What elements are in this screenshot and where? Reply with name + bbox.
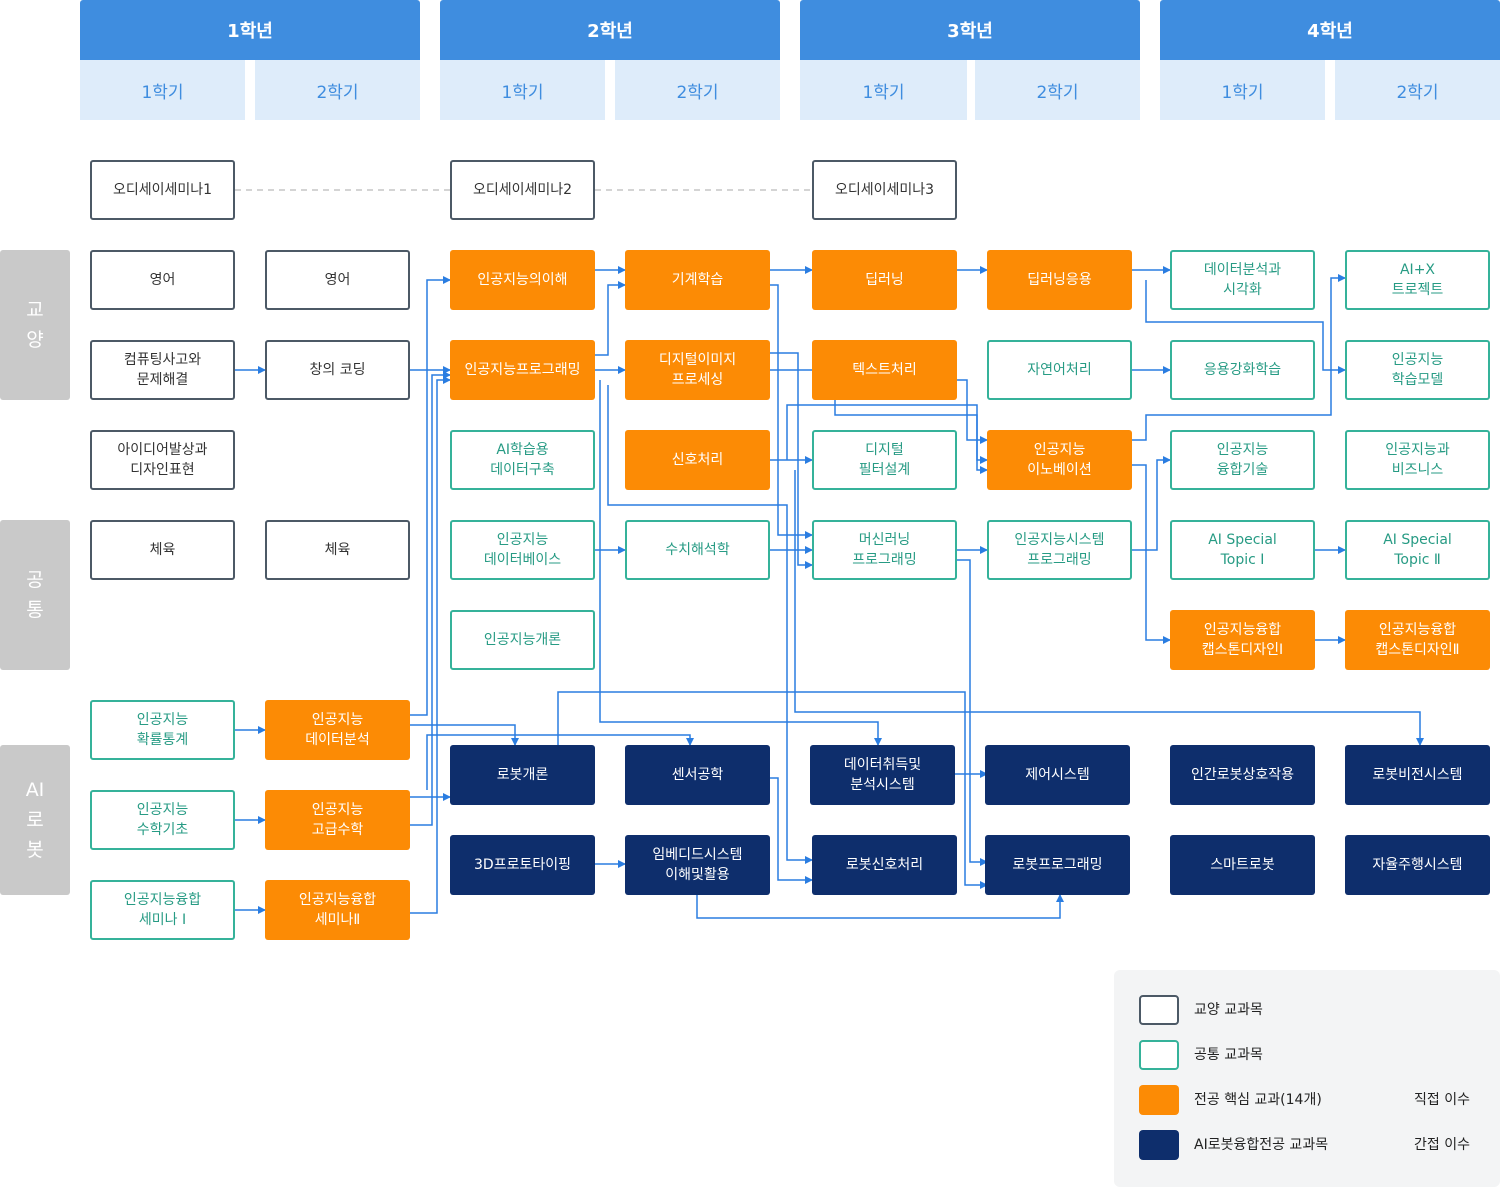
course-box[interactable]: 아이디어발상과 디자인표현 bbox=[90, 430, 235, 490]
legend-label-robot: AI로봇융합전공 교과목 bbox=[1194, 1137, 1329, 1153]
course-box[interactable]: 인공지능 확률통계 bbox=[90, 700, 235, 760]
course-box[interactable]: 로봇개론 bbox=[450, 745, 595, 805]
course-box[interactable]: 딥러닝응용 bbox=[987, 250, 1132, 310]
course-box[interactable]: 오디세이세미나2 bbox=[450, 160, 595, 220]
course-box[interactable]: AI Special Topic Ⅰ bbox=[1170, 520, 1315, 580]
arrow bbox=[410, 371, 451, 826]
course-box[interactable]: 딥러닝 bbox=[812, 250, 957, 310]
course-box[interactable]: 자연어처리 bbox=[987, 340, 1132, 400]
course-box[interactable]: 로봇프로그래밍 bbox=[985, 835, 1130, 895]
legend: 교양 교과목 공통 교과목 전공 핵심 교과(14개) AI로봇융합전공 교과목… bbox=[1114, 970, 1500, 1187]
course-box[interactable]: 컴퓨팅사고와 문제해결 bbox=[90, 340, 235, 400]
course-box[interactable]: 로봇신호처리 bbox=[812, 835, 957, 895]
course-box[interactable]: 인공지능 고급수학 bbox=[265, 790, 410, 850]
legend-label-core: 전공 핵심 교과(14개) bbox=[1194, 1092, 1322, 1108]
category-ai-robot: AI 로 봇 bbox=[0, 745, 70, 895]
legend-label-direct: 직접 이수 bbox=[1414, 1092, 1470, 1108]
course-box[interactable]: 인공지능 데이터분석 bbox=[265, 700, 410, 760]
course-box[interactable]: 데이터취득및 분석시스템 bbox=[810, 745, 955, 805]
course-box[interactable]: 오디세이세미나1 bbox=[90, 160, 235, 220]
arrow bbox=[410, 376, 451, 914]
course-box[interactable]: 영어 bbox=[90, 250, 235, 310]
arrow bbox=[957, 379, 988, 444]
course-box[interactable]: 디지털이미지 프로세싱 bbox=[625, 340, 770, 400]
semester-header: 2학기 bbox=[255, 60, 420, 120]
course-box[interactable]: 3D프로토타이핑 bbox=[450, 835, 595, 895]
course-box[interactable]: 디지털 필터설계 bbox=[812, 430, 957, 490]
course-box[interactable]: 응용강화학습 bbox=[1170, 340, 1315, 400]
course-box[interactable]: 인공지능 수학기초 bbox=[90, 790, 235, 850]
course-box[interactable]: 인공지능 학습모델 bbox=[1345, 340, 1490, 400]
course-box[interactable]: 신호처리 bbox=[625, 430, 770, 490]
course-box[interactable]: 인공지능 이노베이션 bbox=[987, 430, 1132, 490]
category-general: 교 양 bbox=[0, 250, 70, 400]
course-box[interactable]: 인간로봇상호작용 bbox=[1170, 745, 1315, 805]
course-box[interactable]: 임베디드시스템 이해및활용 bbox=[625, 835, 770, 895]
arrow bbox=[770, 284, 813, 539]
course-box[interactable]: 수치해석학 bbox=[625, 520, 770, 580]
course-box[interactable]: 체육 bbox=[90, 520, 235, 580]
course-box[interactable]: AI Special Topic Ⅱ bbox=[1345, 520, 1490, 580]
semester-header: 2학기 bbox=[615, 60, 780, 120]
course-box[interactable]: 인공지능융합 캡스톤디자인Ⅰ bbox=[1170, 610, 1315, 670]
course-box[interactable]: 로봇비전시스템 bbox=[1345, 745, 1490, 805]
year-3-header: 3학년 bbox=[800, 0, 1140, 60]
arrow bbox=[410, 276, 451, 716]
semester-header: 1학기 bbox=[1160, 60, 1325, 120]
category-common: 공 통 bbox=[0, 520, 70, 670]
semester-header: 1학기 bbox=[80, 60, 245, 120]
course-box[interactable]: 인공지능 데이터베이스 bbox=[450, 520, 595, 580]
legend-swatch-robot bbox=[1139, 1130, 1179, 1160]
legend-swatch-common bbox=[1139, 1040, 1179, 1070]
legend-label-general: 교양 교과목 bbox=[1194, 1002, 1263, 1018]
year-2-header: 2학년 bbox=[440, 0, 780, 60]
arrow bbox=[770, 777, 813, 884]
semester-header: 1학기 bbox=[800, 60, 967, 120]
year-4-header: 4학년 bbox=[1160, 0, 1500, 60]
course-box[interactable]: 인공지능프로그래밍 bbox=[450, 340, 595, 400]
arrow bbox=[957, 559, 988, 866]
arrow bbox=[410, 724, 519, 746]
legend-swatch-general bbox=[1139, 995, 1179, 1025]
course-box[interactable]: 창의 코딩 bbox=[265, 340, 410, 400]
course-box[interactable]: 체육 bbox=[265, 520, 410, 580]
course-box[interactable]: 영어 bbox=[265, 250, 410, 310]
course-box[interactable]: 인공지능개론 bbox=[450, 610, 595, 670]
semester-header: 2학기 bbox=[975, 60, 1140, 120]
course-box[interactable]: 텍스트처리 bbox=[812, 340, 957, 400]
arrow bbox=[1132, 456, 1171, 551]
year-1-header: 1학년 bbox=[80, 0, 420, 60]
legend-label-common: 공통 교과목 bbox=[1194, 1047, 1263, 1063]
course-box[interactable]: AI학습용 데이터구축 bbox=[450, 430, 595, 490]
semester-header: 2학기 bbox=[1335, 60, 1500, 120]
course-box[interactable]: 스마트로봇 bbox=[1170, 835, 1315, 895]
arrow bbox=[696, 894, 1064, 919]
course-box[interactable]: 오디세이세미나3 bbox=[812, 160, 957, 220]
arrow bbox=[1132, 464, 1171, 644]
course-box[interactable]: 데이터분석과 시각화 bbox=[1170, 250, 1315, 310]
course-box[interactable]: 센서공학 bbox=[625, 745, 770, 805]
arrow bbox=[794, 470, 1424, 746]
course-box[interactable]: 인공지능과 비즈니스 bbox=[1345, 430, 1490, 490]
course-box[interactable]: 자율주행시스템 bbox=[1345, 835, 1490, 895]
semester-header: 1학기 bbox=[440, 60, 605, 120]
legend-label-indirect: 간접 이수 bbox=[1414, 1137, 1470, 1153]
course-box[interactable]: 인공지능융합 캡스톤디자인Ⅱ bbox=[1345, 610, 1490, 670]
arrow bbox=[770, 352, 813, 569]
arrow bbox=[595, 281, 626, 356]
course-box[interactable]: 인공지능융합 세미나Ⅱ bbox=[265, 880, 410, 940]
course-box[interactable]: 인공지능 융합기술 bbox=[1170, 430, 1315, 490]
course-box[interactable]: 제어시스템 bbox=[985, 745, 1130, 805]
course-box[interactable]: 머신러닝 프로그래밍 bbox=[812, 520, 957, 580]
course-box[interactable]: AI+X 트로젝트 bbox=[1345, 250, 1490, 310]
course-box[interactable]: 인공지능의이해 bbox=[450, 250, 595, 310]
course-box[interactable]: 인공지능시스템 프로그래밍 bbox=[987, 520, 1132, 580]
course-box[interactable]: 인공지능융합 세미나 Ⅰ bbox=[90, 880, 235, 940]
legend-swatch-core bbox=[1139, 1085, 1179, 1115]
course-box[interactable]: 기계학습 bbox=[625, 250, 770, 310]
